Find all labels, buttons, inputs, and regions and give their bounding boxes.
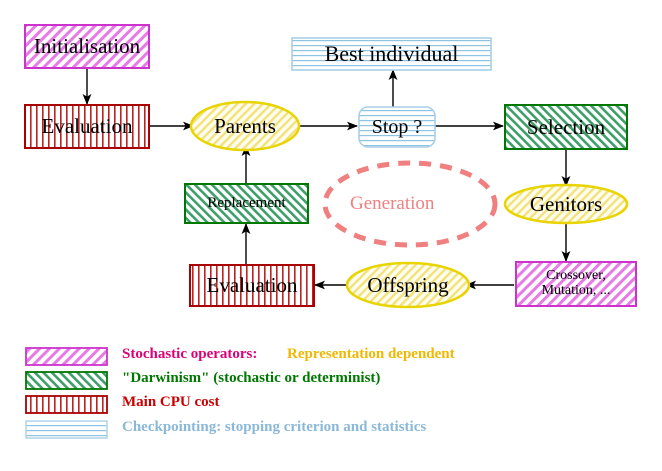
legend-swatch-stochastic-operators	[25, 347, 108, 366]
diagram-edges	[82, 68, 571, 290]
node-label-generation: Generation	[350, 193, 435, 214]
legend-label-checkpointing: Checkpointing: stopping criterion and st…	[122, 419, 427, 435]
legend-swatches	[25, 347, 108, 439]
node-best-individual	[291, 37, 492, 71]
legend-swatch-darwinism	[25, 371, 108, 390]
node-genitors	[503, 183, 629, 225]
node-generation	[322, 160, 498, 248]
node-selection	[504, 104, 628, 150]
node-crossover-mutation	[515, 261, 637, 307]
node-stop	[358, 106, 436, 148]
legend-swatch-main-cpu-cost	[25, 395, 108, 414]
node-parents	[189, 100, 301, 152]
node-evaluation-bottom	[189, 264, 315, 307]
node-initialisation	[24, 24, 150, 69]
legend-label-stochastic-operators: Stochastic operators:	[122, 346, 258, 362]
legend-label-main-cpu-cost: Main CPU cost	[122, 394, 220, 410]
node-evaluation-top	[24, 104, 150, 149]
node-offspring	[345, 261, 471, 309]
node-replacement	[184, 183, 309, 224]
legend-label-darwinism: "Darwinism" (stochastic or determinist)	[122, 370, 381, 386]
legend-label-representation-dependent: Representation dependent	[287, 346, 455, 362]
legend-swatch-checkpointing	[25, 420, 108, 439]
